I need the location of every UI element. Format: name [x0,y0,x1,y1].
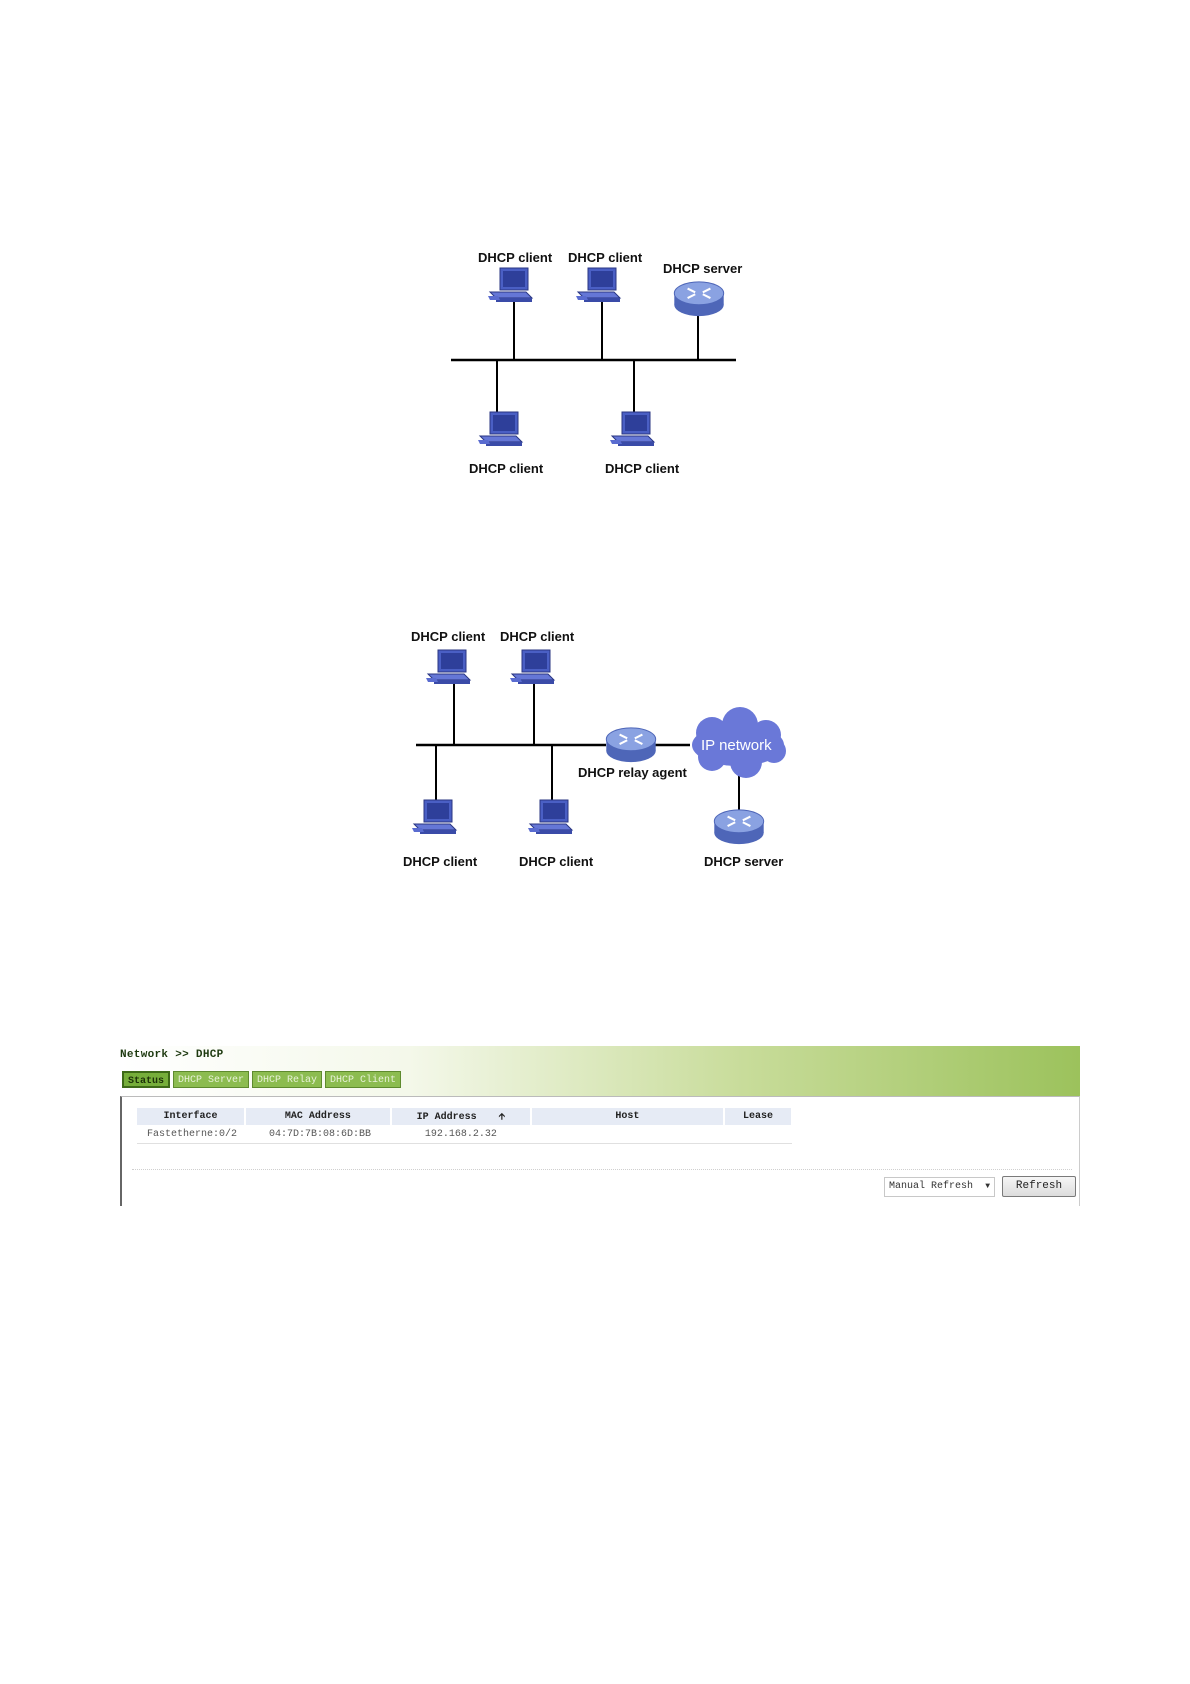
tab-dhcp-server[interactable]: DHCP Server [173,1071,250,1088]
cloud-label: IP network [701,737,772,754]
relay-agent-icon [605,726,657,764]
client-label: DHCP client [568,250,643,265]
dhcp-server-icon [673,280,725,318]
dhcp-client-icon [575,267,621,303]
ip-network-cloud-icon [692,707,786,778]
divider [132,1169,1072,1170]
relay-label: DHCP relay agent [578,765,688,780]
column-header-interface[interactable]: Interface [137,1108,246,1125]
column-header-host[interactable]: Host [530,1108,726,1125]
dhcp-client-icon [609,411,655,447]
client-label: DHCP client [411,629,486,644]
client-label: DHCP client [469,461,544,476]
cell-ip-address: 192.168.2.32 [390,1125,531,1144]
client-label: DHCP client [403,854,478,869]
dhcp-client-icon [509,649,555,685]
table-header-row: Interface MAC Address IP Address🡩 Host L… [137,1108,793,1125]
dhcp-status-panel: Network >> DHCP Status DHCP Server DHCP … [120,1046,1080,1206]
dhcp-client-icon [425,649,471,685]
chevron-down-icon: ▼ [985,1182,990,1191]
breadcrumb: Network >> DHCP [120,1049,224,1061]
dhcp-relay-diagram: DHCP client DHCP client DHCP relay agent… [403,629,786,869]
dhcp-topology-diagram: DHCP client DHCP client DHCP server DHCP… [451,250,742,476]
column-header-mac-address[interactable]: MAC Address [244,1108,392,1125]
client-label: DHCP client [519,854,594,869]
client-label: DHCP client [478,250,553,265]
panel-header: Network >> DHCP Status DHCP Server DHCP … [120,1046,1080,1096]
cell-host [530,1125,725,1144]
dhcp-client-icon [411,799,457,835]
column-header-ip-address[interactable]: IP Address🡩 [390,1108,532,1125]
refresh-mode-select[interactable]: Manual Refresh ▼ [884,1177,995,1197]
sort-ascending-icon: 🡩 [498,1111,506,1122]
dhcp-server-icon [713,808,765,846]
refresh-mode-value: Manual Refresh [889,1181,974,1192]
dhcp-client-icon [527,799,573,835]
cell-lease [724,1125,792,1144]
client-label: DHCP client [605,461,680,476]
dhcp-lease-table: Interface MAC Address IP Address🡩 Host L… [137,1108,793,1144]
server-label: DHCP server [704,854,783,869]
client-label: DHCP client [500,629,575,644]
dhcp-client-icon [477,411,523,447]
dhcp-client-icon [487,267,533,303]
cell-mac-address: 04:7D:7B:08:6D:BB [244,1125,391,1144]
server-label: DHCP server [663,261,742,276]
table-row: Fastetherne:0/2 04:7D:7B:08:6D:BB 192.16… [137,1125,792,1144]
column-header-lease[interactable]: Lease [724,1108,793,1125]
tab-status[interactable]: Status [122,1071,171,1088]
tab-dhcp-relay[interactable]: DHCP Relay [252,1071,323,1088]
refresh-button[interactable]: Refresh [1002,1176,1076,1197]
cell-interface: Fastetherne:0/2 [137,1125,245,1144]
tab-dhcp-client[interactable]: DHCP Client [325,1071,402,1088]
tab-bar: Status DHCP Server DHCP Relay DHCP Clien… [122,1071,402,1088]
panel-body: Interface MAC Address IP Address🡩 Host L… [120,1096,1080,1206]
